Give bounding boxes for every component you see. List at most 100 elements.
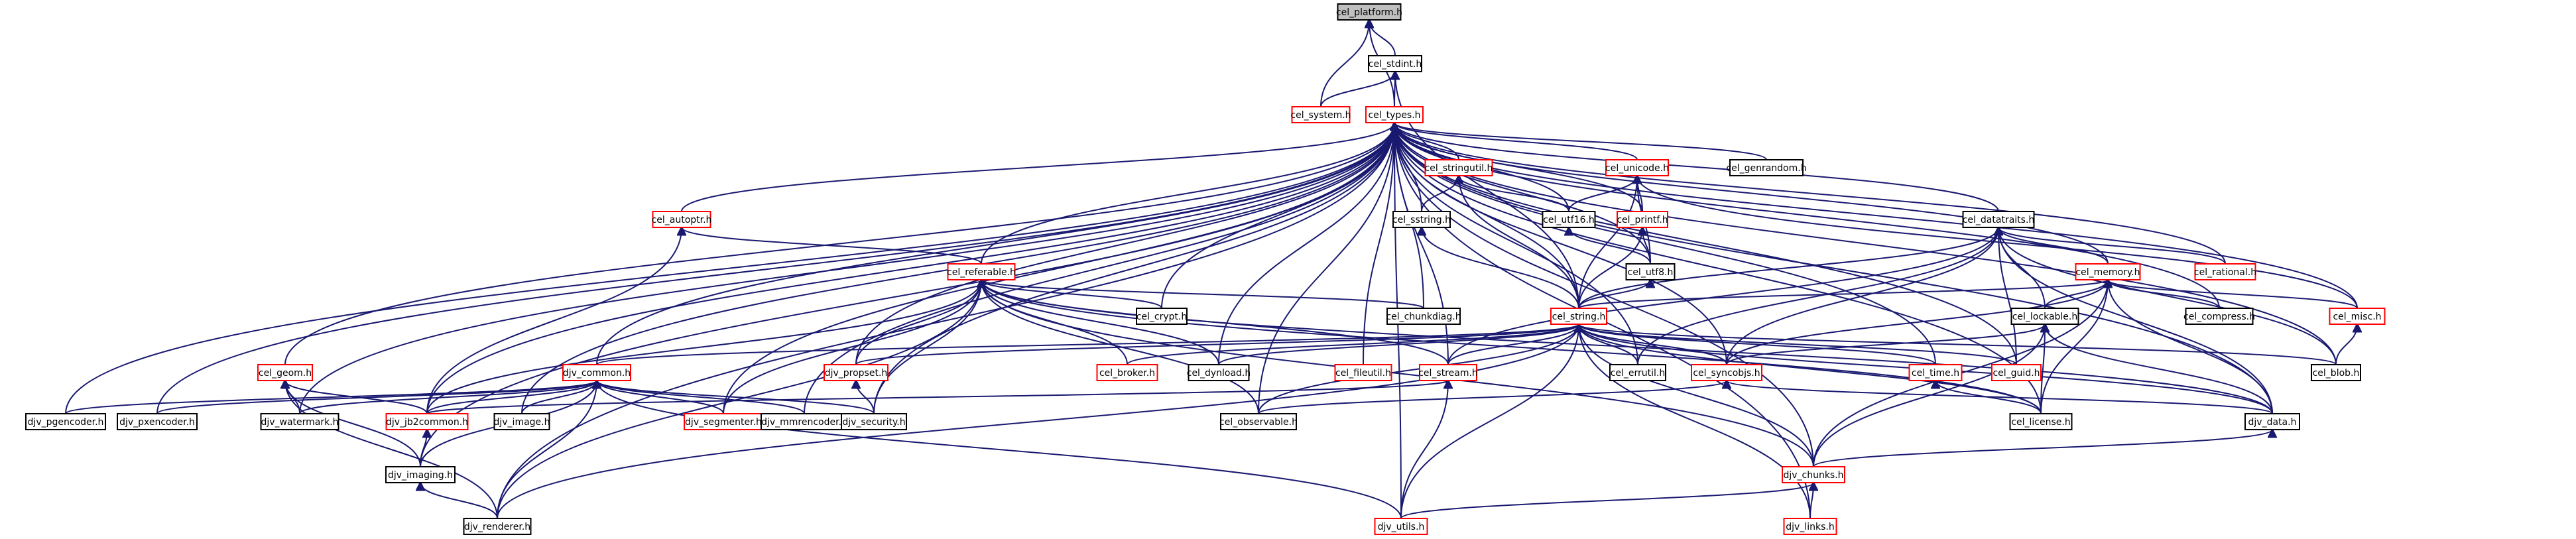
node-cel-blob[interactable]: cel_blob.h	[2311, 364, 2361, 381]
node-label: cel_license.h	[2011, 417, 2070, 428]
node-box	[1374, 518, 1428, 535]
edge-djv_chunks-to-djv_utils	[1400, 483, 1813, 519]
node-label: cel_stdint.h	[1369, 59, 1422, 70]
node-label: cel_fileutil.h	[1335, 368, 1391, 379]
edge-cel_types-to-cel_misc	[1394, 123, 2358, 309]
edge-cel_types-to-djv_common	[596, 123, 1394, 365]
node-cel-stream[interactable]: cel_stream.h	[1418, 364, 1478, 381]
node-box	[1368, 55, 1422, 72]
node-djv-pgencoder[interactable]: djv_pgencoder.h	[25, 413, 106, 430]
node-cel-observable[interactable]: cel_observable.h	[1219, 413, 1298, 430]
node-djv-jb2common[interactable]: djv_jb2common.h	[385, 413, 469, 430]
edge-cel_string-to-cel_time	[1579, 324, 1936, 365]
node-cel-syncobjs[interactable]: cel_syncobjs.h	[1691, 364, 1762, 381]
edge-cel_types-to-cel_errutil	[1394, 123, 1638, 365]
node-djv-watermark[interactable]: djv_watermark.h	[260, 413, 339, 430]
node-djv-pxencoder[interactable]: djv_pxencoder.h	[117, 413, 198, 430]
edge-cel_memory-to-djv_data	[2108, 280, 2273, 414]
edge-cel_referable-to-djv_renderer	[497, 280, 981, 519]
node-cel-license[interactable]: cel_license.h	[2009, 413, 2073, 430]
edge-cel_string-to-cel_broker	[1127, 324, 1579, 365]
node-cel-compress[interactable]: cel_compress.h	[2183, 308, 2255, 325]
node-cel-fileutil[interactable]: cel_fileutil.h	[1334, 364, 1392, 381]
node-djv-propset[interactable]: djv_propset.h	[824, 364, 889, 381]
node-djv-chunks[interactable]: djv_chunks.h	[1782, 466, 1845, 483]
node-djv-security[interactable]: djv_security.h	[841, 413, 907, 430]
node-label: djv_watermark.h	[261, 417, 338, 428]
edge-djv_common-to-djv_mmrencoder	[597, 381, 805, 414]
edge-cel_stream-to-djv_jb2common	[426, 381, 1448, 414]
node-label: cel_memory.h	[2075, 267, 2140, 278]
edge-cel_types-to-cel_utf8	[1394, 123, 1651, 265]
node-cel-types[interactable]: cel_types.h	[1365, 106, 1424, 123]
node-cel-platform[interactable]: cel_platform.h	[1336, 3, 1402, 21]
node-cel-autoptr[interactable]: cel_autoptr.h	[652, 211, 712, 228]
node-cel-sstring[interactable]: cel_sstring.h	[1392, 211, 1451, 228]
edge-cel_datatraits-to-cel_blob	[1998, 227, 2337, 365]
edge-cel_types-to-djv_data	[1394, 123, 2273, 414]
edge-cel_datatraits-to-cel_syncobjs	[1726, 227, 1998, 365]
node-djv-segmenter[interactable]: djv_segmenter.h	[684, 413, 763, 430]
node-box	[1188, 364, 1250, 381]
node-djv-common[interactable]: djv_common.h	[562, 364, 631, 381]
node-djv-utils[interactable]: djv_utils.h	[1374, 518, 1428, 535]
node-cel-crypt[interactable]: cel_crypt.h	[1136, 308, 1188, 325]
node-label: cel_compress.h	[2183, 312, 2255, 322]
node-cel-time[interactable]: cel_time.h	[1908, 364, 1963, 381]
edge-cel_string-to-djv_common	[596, 324, 1579, 365]
edge-cel_types-to-djv_imaging	[420, 123, 1394, 467]
node-cel-stdint[interactable]: cel_stdint.h	[1368, 55, 1422, 72]
node-cel-errutil[interactable]: cel_errutil.h	[1609, 364, 1666, 381]
node-label: djv_chunks.h	[1783, 470, 1843, 481]
node-cel-genrandom[interactable]: cel_genrandom.h	[1726, 159, 1807, 176]
node-label: cel_utf16.h	[1543, 215, 1595, 225]
node-cel-rational[interactable]: cel_rational.h	[2194, 263, 2256, 280]
node-cel-chunkdiag[interactable]: cel_chunkdiag.h	[1386, 308, 1461, 325]
node-cel-guid[interactable]: cel_guid.h	[1991, 364, 2042, 381]
node-cel-stringutil[interactable]: cel_stringutil.h	[1424, 159, 1493, 176]
edge-cel_referable-to-cel_license	[981, 280, 2042, 414]
node-cel-dynload[interactable]: cel_dynload.h	[1187, 364, 1251, 381]
node-djv-mmrencoder[interactable]: djv_mmrencoder.h	[761, 413, 848, 430]
edge-cel_types-to-djv_security	[873, 123, 1394, 414]
edge-djv_common-to-djv_jb2common	[426, 381, 597, 414]
edge-cel_lockable-to-cel_license	[2041, 324, 2045, 414]
node-label: cel_genrandom.h	[1726, 163, 1806, 174]
node-box	[1783, 518, 1837, 535]
node-label: djv_propset.h	[825, 368, 888, 379]
node-djv-imaging[interactable]: djv_imaging.h	[385, 466, 456, 483]
node-cel-utf8[interactable]: cel_utf8.h	[1625, 263, 1676, 280]
node-cel-broker[interactable]: cel_broker.h	[1096, 364, 1158, 381]
node-cel-unicode[interactable]: cel_unicode.h	[1605, 159, 1669, 176]
node-djv-image[interactable]: djv_image.h	[493, 413, 550, 430]
node-djv-links[interactable]: djv_links.h	[1783, 518, 1837, 535]
edge-cel_types-to-djv_chunks	[1394, 123, 1814, 467]
edge-cel_types-to-djv_mmrencoder	[804, 123, 1394, 414]
edge-djv_common-to-djv_watermark	[299, 381, 597, 414]
edge-cel_types-to-cel_license	[1394, 123, 2042, 414]
node-cel-geom[interactable]: cel_geom.h	[257, 364, 313, 381]
edge-cel_string-to-cel_license	[1579, 324, 2042, 414]
node-cel-misc[interactable]: cel_misc.h	[2329, 308, 2386, 325]
node-cel-memory[interactable]: cel_memory.h	[2075, 263, 2141, 280]
node-cel-utf16[interactable]: cel_utf16.h	[1542, 211, 1596, 228]
edges-layer	[65, 20, 2358, 519]
node-djv-renderer[interactable]: djv_renderer.h	[463, 518, 532, 535]
edge-djv_data-to-djv_chunks	[1813, 430, 2272, 467]
node-cel-string[interactable]: cel_string.h	[1550, 308, 1607, 325]
edge-cel_syncobjs-to-cel_observable	[1258, 381, 1727, 414]
node-cel-datatraits[interactable]: cel_datatraits.h	[1962, 211, 2035, 228]
edge-cel_types-to-djv_watermark	[299, 123, 1394, 414]
edge-cel_platform-to-cel_system	[1320, 20, 1369, 107]
node-djv-data[interactable]: djv_data.h	[2244, 413, 2300, 430]
node-box	[1550, 308, 1607, 325]
edge-cel_string-to-cel_dynload	[1218, 324, 1579, 365]
edge-djv_propset-to-djv_security	[856, 381, 875, 414]
node-box	[385, 413, 469, 430]
node-cel-referable[interactable]: cel_referable.h	[947, 263, 1016, 280]
node-cel-printf[interactable]: cel_printf.h	[1617, 211, 1668, 228]
node-cel-system[interactable]: cel_system.h	[1290, 106, 1351, 123]
node-cel-lockable[interactable]: cel_lockable.h	[2010, 308, 2079, 325]
node-box	[1962, 211, 2035, 228]
node-box	[1691, 364, 1762, 381]
